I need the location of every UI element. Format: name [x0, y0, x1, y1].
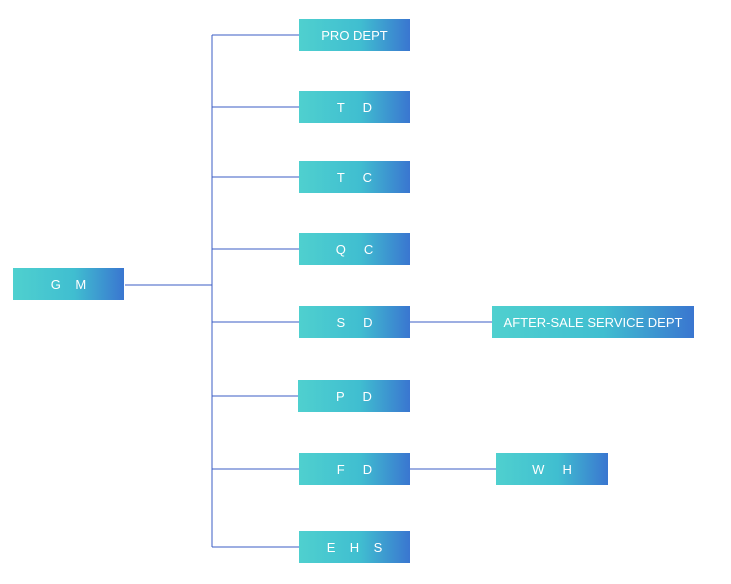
node-gm: G M	[13, 268, 124, 300]
node-after-sale-service-dept: AFTER-SALE SERVICE DEPT	[492, 306, 694, 338]
node-qc: Q C	[299, 233, 410, 265]
node-fd: F D	[299, 453, 410, 485]
node-tc: T C	[299, 161, 410, 193]
node-pd: P D	[298, 380, 410, 412]
node-td: T D	[299, 91, 410, 123]
node-wh: W H	[496, 453, 608, 485]
node-pro-dept: PRO DEPT	[299, 19, 410, 51]
node-ehs: E H S	[299, 531, 410, 563]
node-sd: S D	[299, 306, 410, 338]
